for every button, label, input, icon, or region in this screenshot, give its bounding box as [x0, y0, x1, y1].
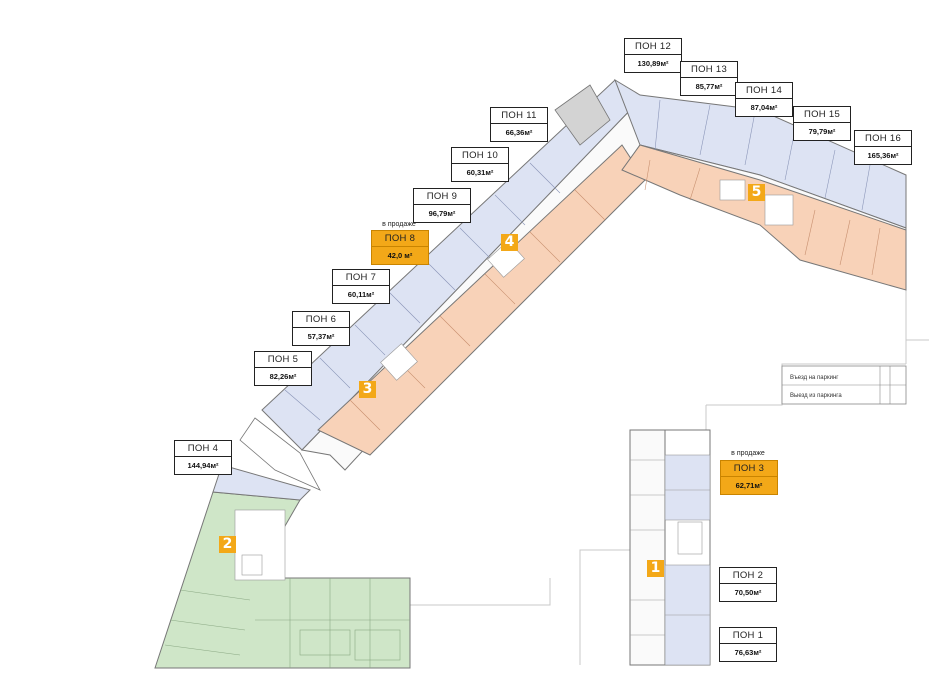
- unit-pon-13[interactable]: ПОН 13 85,77м²: [680, 61, 738, 96]
- northeast-wing: [614, 78, 907, 291]
- unit-pon-2[interactable]: ПОН 2 70,50м²: [719, 567, 777, 602]
- unit-pon-4[interactable]: ПОН 4 144,94м²: [174, 440, 232, 475]
- unit-area: 66,36м²: [505, 128, 533, 137]
- unit-pon-6[interactable]: ПОН 6 57,37м²: [292, 311, 350, 346]
- unit-area: 57,37м²: [307, 332, 335, 341]
- unit-pon-7[interactable]: ПОН 7 60,11м²: [332, 269, 390, 304]
- west-wing: [154, 464, 411, 669]
- sale-tag-pon3: в продаже: [731, 450, 765, 457]
- unit-name: ПОН 9: [414, 189, 470, 205]
- unit-area: 76,63м²: [734, 648, 762, 657]
- unit-name: ПОН 16: [855, 131, 911, 147]
- parking-ramp: [781, 365, 907, 405]
- unit-pon-11[interactable]: ПОН 11 66,36м²: [490, 107, 548, 142]
- unit-pon-16[interactable]: ПОН 16 165,36м²: [854, 130, 912, 165]
- unit-name: ПОН 7: [333, 270, 389, 286]
- unit-name: ПОН 13: [681, 62, 737, 78]
- unit-area: 96,79м²: [428, 209, 456, 218]
- unit-pon-1[interactable]: ПОН 1 76,63м²: [719, 627, 777, 662]
- unit-pon-14[interactable]: ПОН 14 87,04м²: [735, 82, 793, 117]
- unit-pon-12[interactable]: ПОН 12 130,89м²: [624, 38, 682, 73]
- section-marker-2: 2: [219, 536, 236, 553]
- unit-pon-10[interactable]: ПОН 10 60,31м²: [451, 147, 509, 182]
- section-marker-1: 1: [647, 560, 664, 577]
- section-marker-4: 4: [501, 234, 518, 251]
- unit-area: 60,11м²: [347, 290, 375, 299]
- unit-pon-3[interactable]: ПОН 3 62,71м²: [720, 460, 778, 495]
- unit-name: ПОН 6: [293, 312, 349, 328]
- unit-area: 87,04м²: [750, 103, 778, 112]
- unit-name: ПОН 14: [736, 83, 792, 99]
- unit-area: 85,77м²: [695, 82, 723, 91]
- diagonal-wing: [239, 79, 661, 491]
- unit-name: ПОН 15: [794, 107, 850, 123]
- unit-name: ПОН 3: [721, 461, 777, 477]
- unit-area: 60,31м²: [466, 168, 494, 177]
- unit-pon-15[interactable]: ПОН 15 79,79м²: [793, 106, 851, 141]
- unit-name: ПОН 1: [720, 628, 776, 644]
- parking-exit-label: Выезд из паркинга: [790, 393, 842, 399]
- unit-area: 79,79м²: [808, 127, 836, 136]
- section-marker-3: 3: [359, 381, 376, 398]
- unit-area: 130,89м²: [637, 59, 669, 68]
- unit-area: 82,26м²: [269, 372, 297, 381]
- unit-area: 42,0 м²: [387, 251, 413, 260]
- unit-name: ПОН 5: [255, 352, 311, 368]
- unit-name: ПОН 11: [491, 108, 547, 124]
- unit-area: 144,94м²: [187, 461, 219, 470]
- unit-name: ПОН 10: [452, 148, 508, 164]
- unit-name: ПОН 4: [175, 441, 231, 457]
- parking-entry-label: Въезд на паркинг: [790, 375, 839, 381]
- unit-name: ПОН 8: [372, 231, 428, 247]
- unit-area: 62,71м²: [735, 481, 763, 490]
- sale-tag-pon8: в продаже: [382, 221, 416, 228]
- unit-name: ПОН 12: [625, 39, 681, 55]
- unit-pon-9[interactable]: ПОН 9 96,79м²: [413, 188, 471, 223]
- unit-pon-5[interactable]: ПОН 5 82,26м²: [254, 351, 312, 386]
- unit-name: ПОН 2: [720, 568, 776, 584]
- unit-area: 70,50м²: [734, 588, 762, 597]
- unit-pon-8[interactable]: ПОН 8 42,0 м²: [371, 230, 429, 265]
- section-marker-5: 5: [748, 184, 765, 201]
- east-wing: [629, 429, 711, 666]
- unit-area: 165,36м²: [867, 151, 899, 160]
